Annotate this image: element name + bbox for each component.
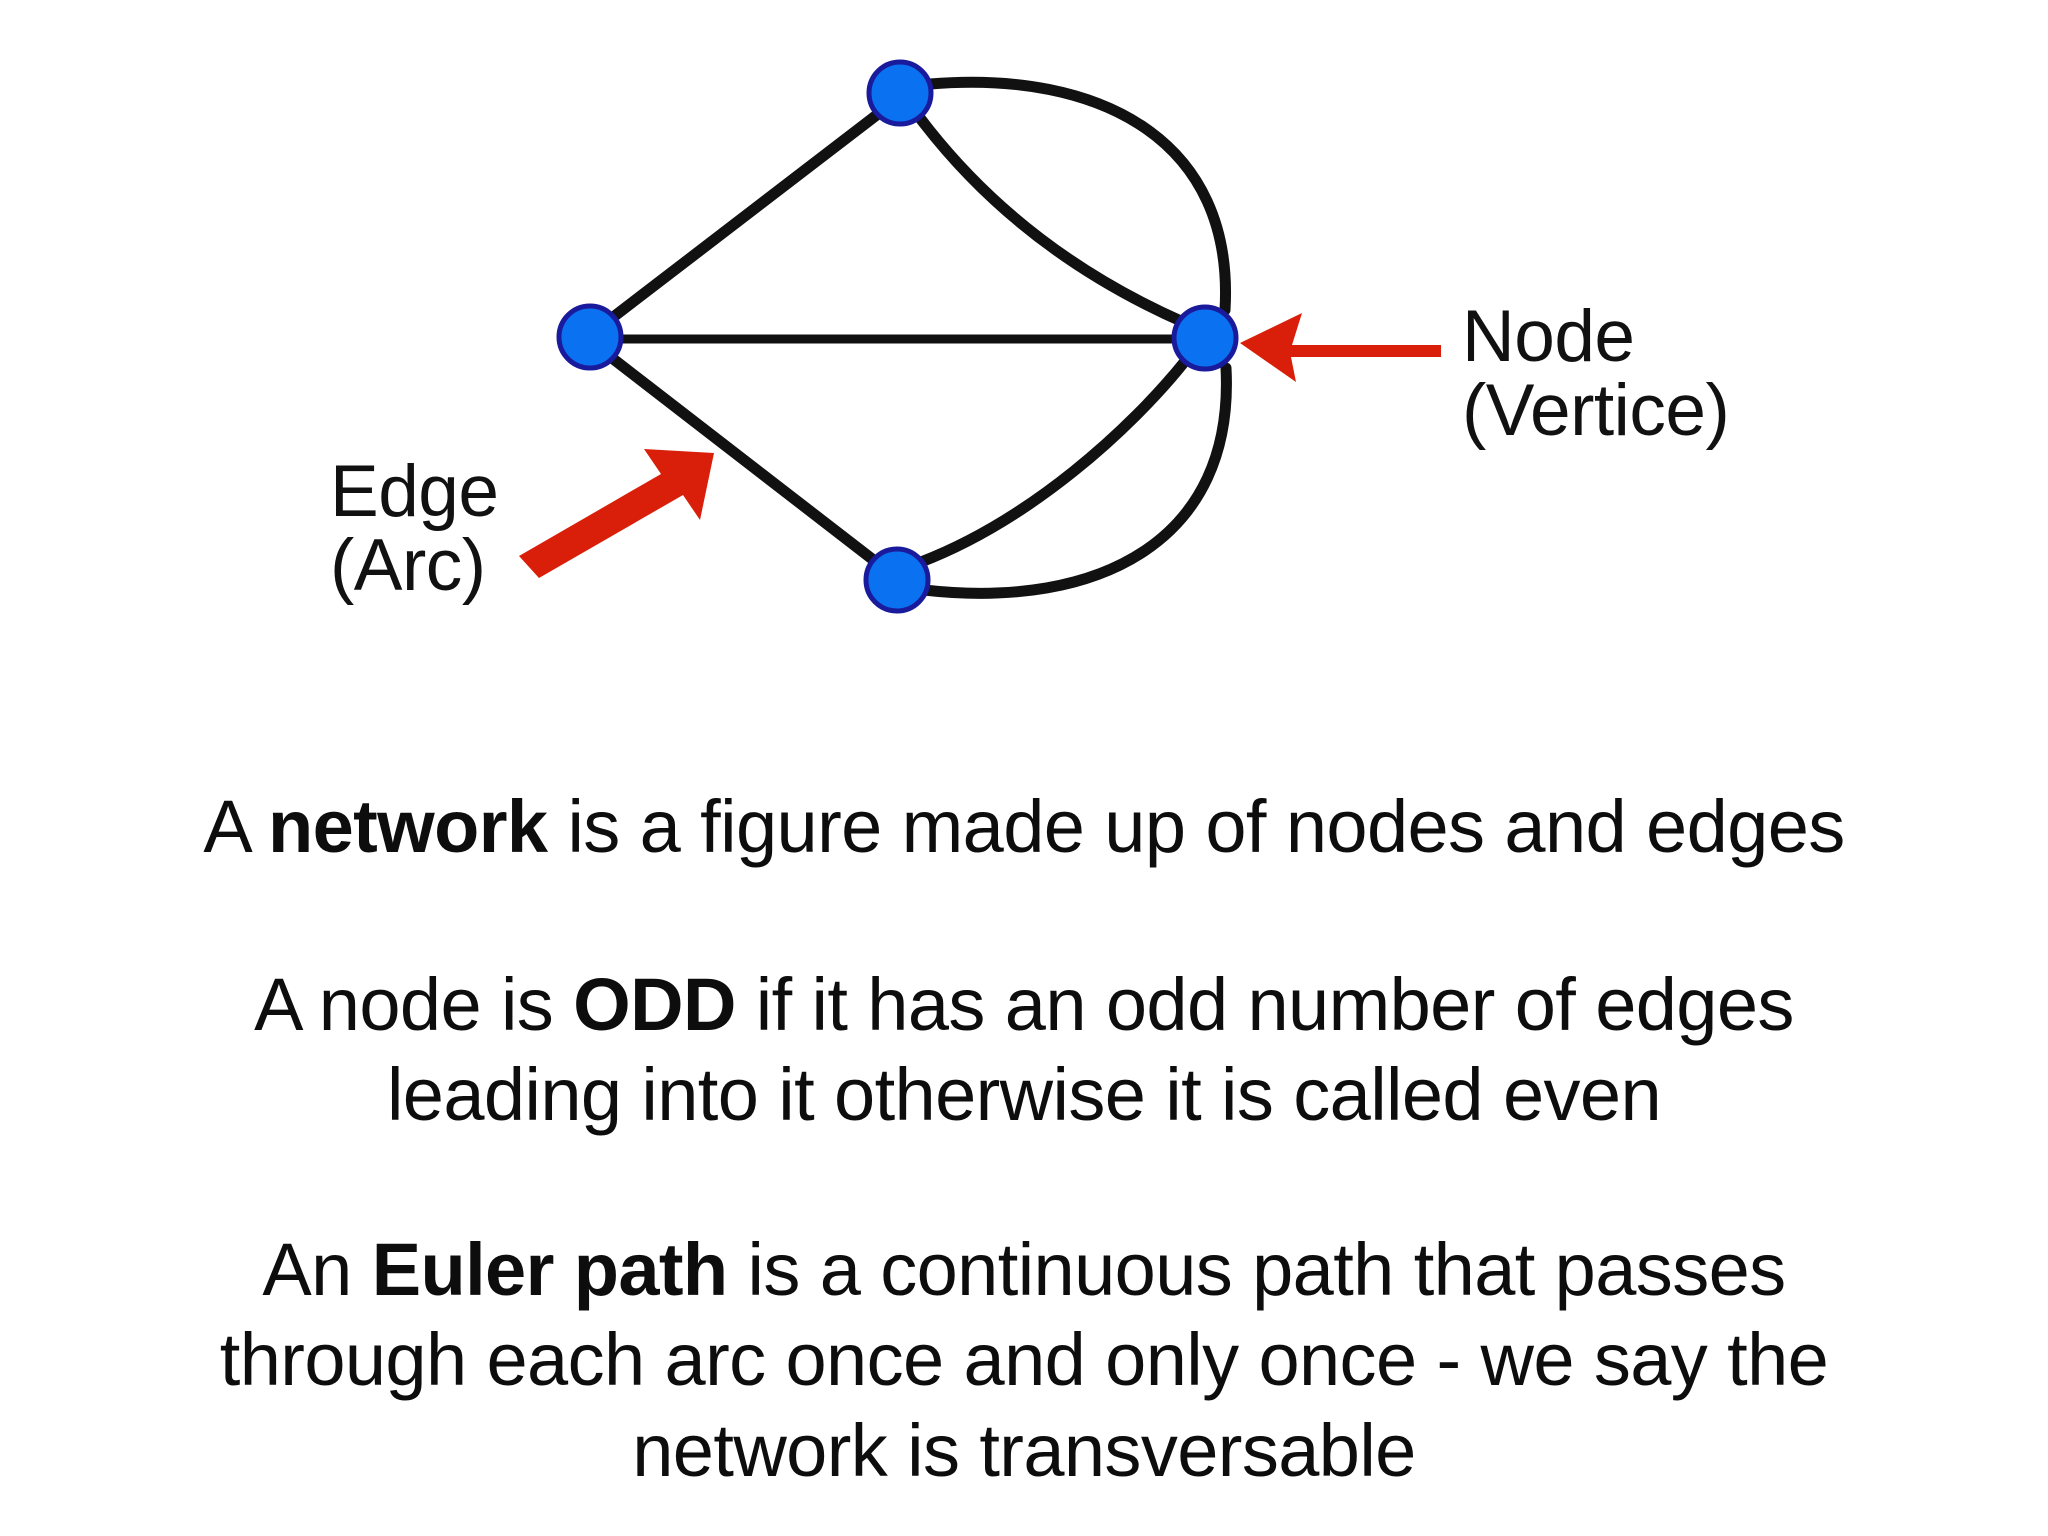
edge-group: [606, 76, 1232, 599]
text-run: A: [203, 785, 268, 868]
paragraph-euler-path-definition: An Euler path is a continuous path that …: [0, 1225, 2048, 1496]
text-run: An: [262, 1228, 372, 1311]
edge-top-right-inner: [914, 112, 1189, 328]
emphasized-term: Euler path: [371, 1228, 728, 1311]
text-run: leading into it otherwise it is called e…: [386, 1053, 1662, 1137]
node-callout-arrow-icon: [1240, 313, 1441, 382]
edge-top-left: [606, 108, 884, 324]
node-callout-label: Node (Vertice): [1462, 299, 1730, 452]
node-callout-line2: (Vertice): [1462, 370, 1730, 452]
edge-bottom-right-up: [915, 354, 1192, 568]
network-diagram-svg: [519, 59, 1441, 614]
paragraph-line: A node is ODD if it has an odd number of…: [0, 960, 2048, 1050]
text-run: A node is: [254, 963, 574, 1046]
text-run: network is transversable: [632, 1408, 1416, 1492]
graph-node-right[interactable]: [1171, 304, 1239, 372]
edge-top-right-outer: [924, 76, 1231, 316]
edge-callout-line2: (Arc): [330, 525, 486, 607]
text-run: is a figure made up of nodes and edges: [547, 785, 1845, 868]
edge-left-bottom: [606, 352, 882, 568]
text-run: through each arc once and only once - we…: [219, 1318, 1829, 1402]
paragraph-network-definition: A network is a figure made up of nodes a…: [0, 782, 2048, 872]
graph-node-top[interactable]: [866, 59, 934, 127]
paragraph-line: network is transversable: [0, 1406, 2048, 1496]
emphasized-term: network: [267, 785, 548, 868]
text-run: if it has an odd number of edges: [735, 963, 1795, 1046]
paragraph-odd-node-definition: A node is ODD if it has an odd number of…: [0, 960, 2048, 1141]
emphasized-term: ODD: [573, 963, 736, 1046]
text-run: is a continuous path that passes: [727, 1228, 1787, 1311]
paragraph-line: through each arc once and only once - we…: [0, 1315, 2048, 1405]
edge-callout-line1: Edge: [330, 451, 499, 532]
graph-node-left[interactable]: [556, 303, 624, 371]
graph-node-bottom[interactable]: [863, 546, 931, 614]
paragraph-line: A network is a figure made up of nodes a…: [0, 782, 2048, 872]
paragraph-line: An Euler path is a continuous path that …: [0, 1225, 2048, 1315]
edge-callout-arrow-icon: [519, 449, 714, 578]
node-group: [556, 59, 1239, 614]
edge-bottom-right-outer: [918, 362, 1232, 599]
paragraph-line: leading into it otherwise it is called e…: [0, 1050, 2048, 1140]
edge-callout-label: Edge (Arc): [330, 454, 499, 607]
node-callout-line1: Node: [1462, 296, 1635, 377]
network-diagram: Edge (Arc) Node (Vertice): [0, 0, 2048, 700]
